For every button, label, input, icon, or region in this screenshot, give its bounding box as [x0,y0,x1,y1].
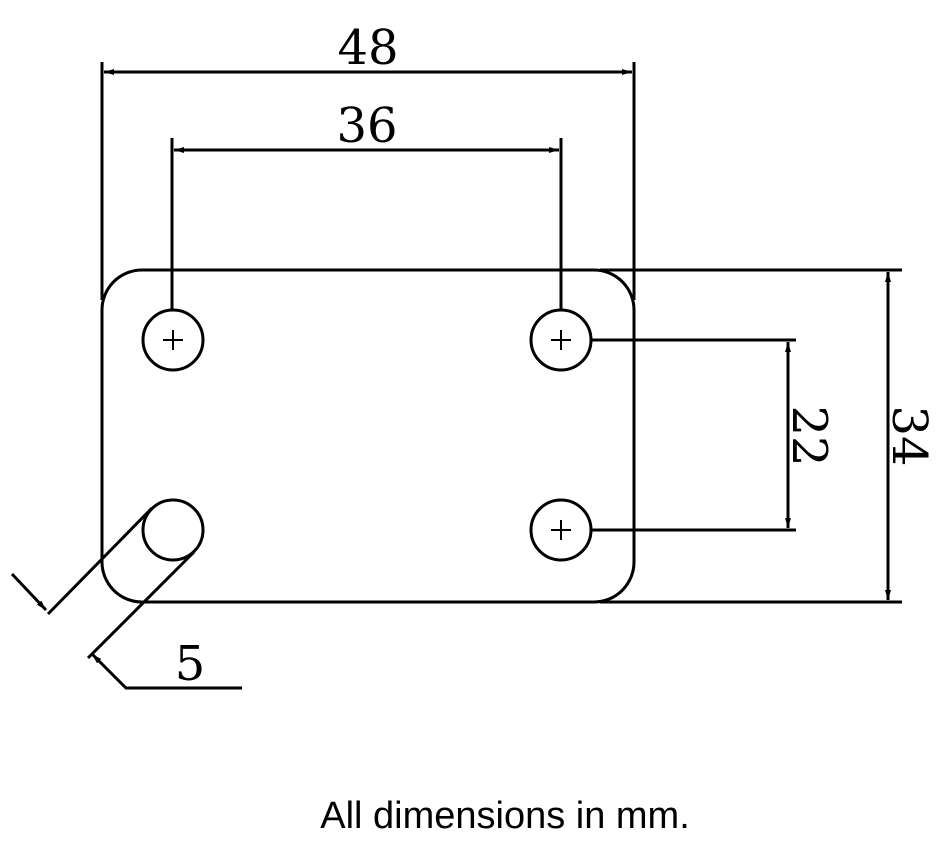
dimension-label-hole-diameter: 5 [175,636,206,692]
plate-outline [100,268,636,604]
units-caption: All dimensions in mm. [320,795,690,837]
center-mark-bottom-right [551,520,571,540]
diameter-extension-line-upper [46,506,154,616]
diameter-arrow-upper [10,572,48,612]
dimension-label-overall-height: 34 [881,405,937,466]
center-mark-top-left [163,330,183,350]
mounting-hole-bottom-left [141,498,205,562]
dimension-label-hole-spacing-horizontal: 36 [336,98,397,154]
center-mark-top-right [551,330,571,350]
diameter-leader-line [90,652,242,690]
diameter-extension-line-lower [86,550,196,660]
dimension-label-overall-width: 48 [337,20,398,76]
dimension-label-hole-spacing-vertical: 22 [781,405,837,466]
